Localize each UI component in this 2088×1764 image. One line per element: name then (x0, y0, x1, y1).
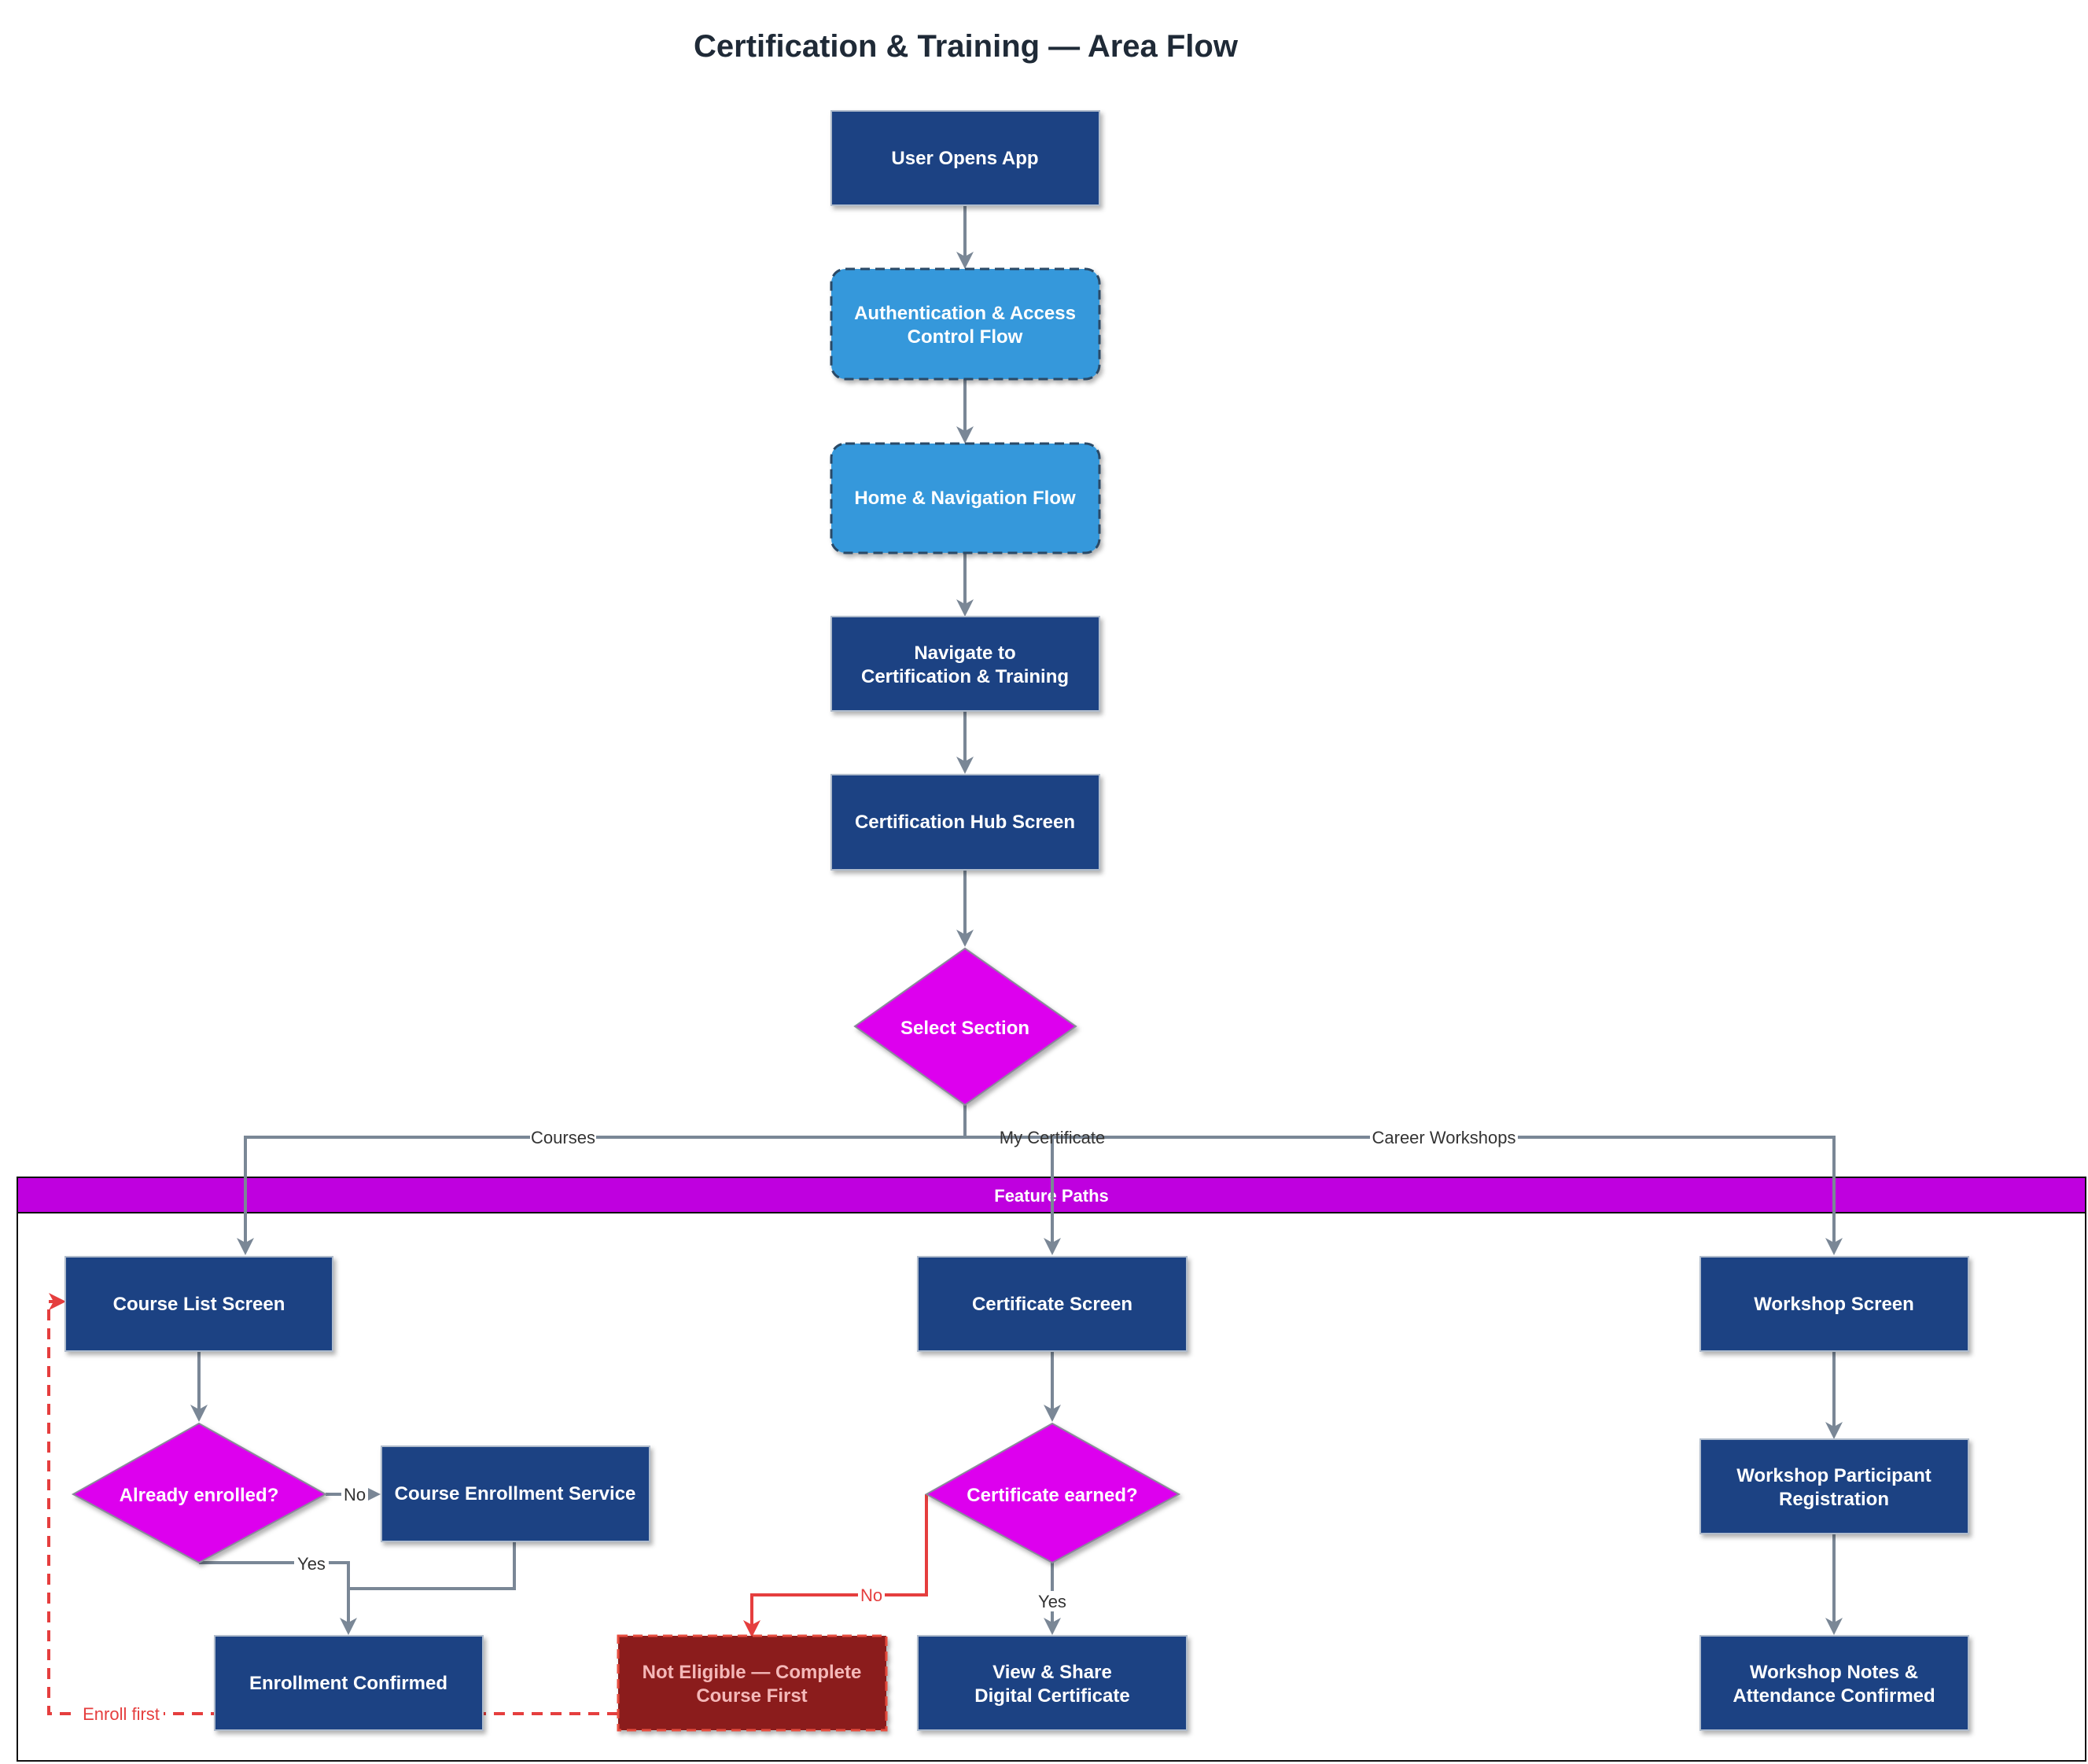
node-navigate-line1: Navigate to (914, 643, 1015, 664)
node-navigate: Navigate to Certification & Training (830, 616, 1100, 712)
label-enroll-first: Enroll first (83, 1704, 160, 1724)
node-course-enrollment-service: Course Enrollment Service (381, 1445, 650, 1542)
label-career-workshops: Career Workshops (1372, 1128, 1516, 1147)
decision-select-section-label: Select Section (900, 1018, 1029, 1039)
node-workshop-notes: Workshop Notes & Attendance Confirmed (1699, 1635, 1969, 1731)
diagram-title: Certification & Training — Area Flow (694, 29, 1239, 64)
node-auth-flow: Authentication & Access Control Flow (830, 267, 1101, 381)
label-my-certificate: My Certificate (1000, 1128, 1105, 1147)
label-courses: Courses (531, 1128, 595, 1147)
decision-certificate-earned: Certificate earned? (924, 1422, 1181, 1564)
node-certification-hub-label: Certification Hub Screen (855, 812, 1075, 833)
node-workshop-screen: Workshop Screen (1699, 1256, 1969, 1352)
node-workshop-registration: Workshop Participant Registration (1699, 1438, 1969, 1534)
node-workshop-notes-line2: Attendance Confirmed (1733, 1685, 1935, 1707)
label-bg-earned-no (858, 1585, 885, 1606)
node-workshop-notes-line1: Workshop Notes & (1750, 1662, 1918, 1683)
label-earned-yes: Yes (1038, 1592, 1066, 1611)
node-navigate-line2: Certification & Training (861, 666, 1069, 687)
node-view-share-line2: Digital Certificate (974, 1685, 1129, 1707)
node-workshop-screen-label: Workshop Screen (1754, 1294, 1914, 1315)
label-bg-courses (530, 1127, 596, 1147)
edge-labels: Courses My Certificate Career Workshops … (79, 1127, 1518, 1725)
decision-select-section: Select Section (853, 947, 1077, 1107)
node-certification-hub: Certification Hub Screen (830, 774, 1100, 871)
node-home-navigation-label: Home & Navigation Flow (854, 488, 1076, 509)
label-bg-enrolled-yes (294, 1553, 329, 1574)
label-enrolled-no: No (344, 1485, 366, 1504)
label-bg-career-workshops (1370, 1127, 1518, 1147)
label-bg-enrolled-no (341, 1485, 368, 1505)
node-user-opens-app: User Opens App (830, 110, 1100, 206)
node-course-list-label: Course List Screen (113, 1294, 285, 1315)
label-bg-earned-yes (1035, 1591, 1070, 1611)
node-enrollment-confirmed-label: Enrollment Confirmed (249, 1673, 447, 1694)
node-certificate-screen: Certificate Screen (917, 1256, 1188, 1352)
node-auth-flow-line1: Authentication & Access (854, 303, 1076, 324)
node-course-enrollment-label: Course Enrollment Service (395, 1483, 636, 1504)
node-enrollment-confirmed: Enrollment Confirmed (214, 1635, 484, 1731)
label-earned-no: No (860, 1585, 882, 1605)
edge-enrolled-yes (199, 1561, 357, 1635)
label-enrolled-yes: Yes (297, 1554, 326, 1574)
node-auth-flow-line2: Control Flow (908, 326, 1023, 348)
edge-service-to-confirmed (348, 1541, 516, 1590)
node-user-opens-app-label: User Opens App (891, 148, 1038, 169)
node-workshop-registration-line2: Registration (1779, 1489, 1889, 1510)
node-certificate-screen-label: Certificate Screen (972, 1294, 1132, 1315)
node-not-eligible-line2: Course First (696, 1685, 807, 1707)
node-not-eligible: Not Eligible — Complete Course First (617, 1634, 888, 1732)
decision-already-enrolled-label: Already enrolled? (120, 1485, 279, 1506)
edge-select-to-courses (237, 1136, 965, 1255)
edge-earned-no (743, 1494, 928, 1637)
node-view-share-certificate: View & Share Digital Certificate (917, 1635, 1188, 1731)
node-workshop-registration-line1: Workshop Participant (1736, 1465, 1931, 1486)
node-view-share-line1: View & Share (992, 1662, 1112, 1683)
node-home-navigation-flow: Home & Navigation Flow (830, 442, 1101, 554)
edges (190, 206, 1843, 1635)
decision-certificate-earned-label: Certificate earned? (967, 1485, 1137, 1506)
edge-select-to-workshops (965, 1136, 1843, 1255)
node-course-list-screen: Course List Screen (64, 1256, 333, 1352)
label-bg-enroll-first (79, 1704, 164, 1725)
decision-already-enrolled: Already enrolled? (71, 1422, 328, 1564)
node-not-eligible-line1: Not Eligible — Complete (643, 1662, 862, 1683)
